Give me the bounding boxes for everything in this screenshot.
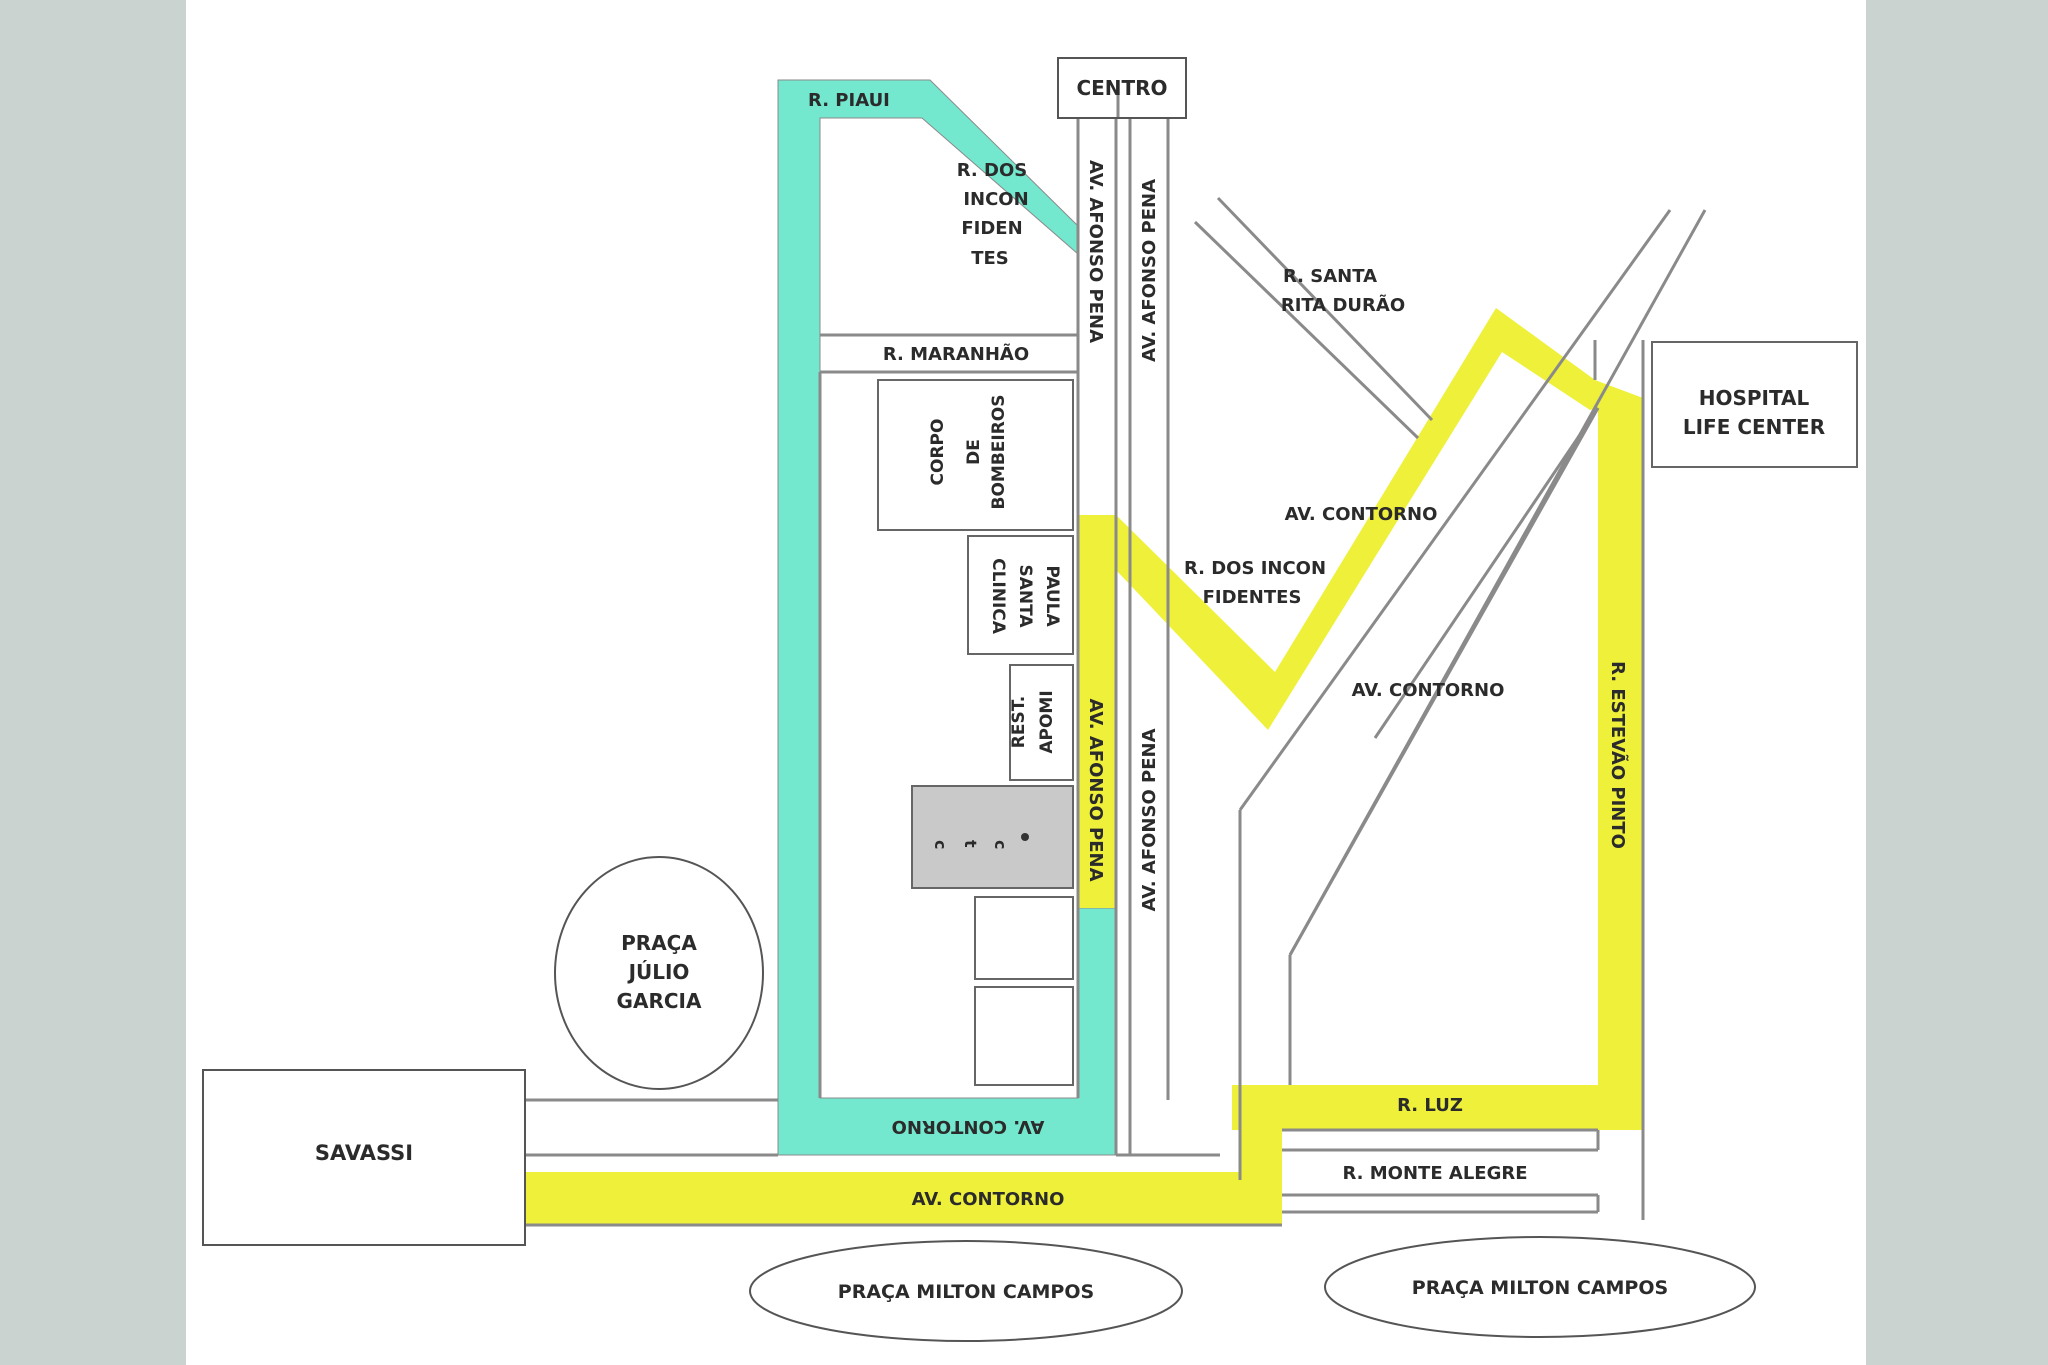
highlight-box: [911, 785, 1074, 889]
left-frame: [0, 0, 186, 1365]
svg-text:c: c: [991, 840, 1010, 849]
label-av-afonso-pena-ll: AV. AFONSO PENA: [1085, 698, 1106, 881]
label-savassi: SAVASSI: [315, 1141, 413, 1165]
street-lines: [525, 57, 1707, 1227]
label-praca-julio-2: JÚLIO: [627, 960, 690, 984]
label-praca-julio-3: GARCIA: [617, 989, 702, 1013]
praca-milton-campos-left: [749, 1240, 1183, 1342]
corpo-bombeiros-box: [877, 379, 1074, 531]
label-r-dos-incon-2: INCON: [963, 189, 1028, 210]
hospital-box: [1651, 341, 1858, 468]
label-r-maranhao: R. MARANHÃO: [883, 342, 1029, 365]
praca-julio-garcia: [554, 856, 764, 1090]
label-r-dos-incon-mid-1: R. DOS INCON: [1184, 558, 1326, 579]
label-centro: CENTRO: [1076, 76, 1167, 100]
label-r-monte-alegre: R. MONTE ALEGRE: [1342, 1163, 1527, 1184]
building-lower-1: [974, 896, 1074, 980]
label-hospital-1: HOSPITAL: [1699, 386, 1810, 410]
label-praca-julio-1: PRAÇA: [621, 931, 697, 955]
svg-text:c: c: [931, 840, 950, 849]
label-av-afonso-pena-ul: AV. AFONSO PENA: [1085, 160, 1106, 343]
rest-box: [1009, 664, 1074, 781]
label-r-santa-rita-1: R. SANTA: [1283, 266, 1377, 287]
label-rest-2: APOMI: [1037, 690, 1057, 753]
label-r-santa-rita-2: RITA DURÃO: [1281, 293, 1405, 316]
label-av-afonso-pena-ur: AV. AFONSO PENA: [1139, 179, 1160, 362]
label-r-estevao-pinto: R. ESTEVÃO PINTO: [1607, 661, 1630, 849]
right-frame: [1866, 0, 2048, 1365]
label-rest-1: REST.: [1009, 696, 1029, 748]
map-canvas: c t c CENTRO R. PIAUI R. DOS INCON FIDEN…: [186, 0, 1866, 1365]
marker-dots: c t c: [931, 833, 1029, 849]
label-av-contorno-upper: AV. CONTORNO: [1285, 504, 1438, 525]
label-r-dos-incon-4: TES: [971, 248, 1009, 269]
label-av-contorno-bottom: AV. CONTORNO: [912, 1189, 1065, 1210]
svg-text:t: t: [961, 840, 980, 848]
label-hospital-2: LIFE CENTER: [1683, 415, 1825, 439]
savassi-box: [202, 1069, 526, 1246]
label-r-piaui: R. PIAUI: [808, 90, 890, 111]
label-corpo-2: DE: [964, 439, 984, 465]
praca-milton-campos-right: [1324, 1236, 1756, 1338]
label-av-contorno-mid: AV. CONTORNO: [1352, 680, 1505, 701]
label-praca-milton-left: PRAÇA MILTON CAMPOS: [838, 1281, 1094, 1303]
street-map: c t c CENTRO R. PIAUI R. DOS INCON FIDEN…: [202, 57, 1858, 1342]
route-yellow-diagonal: [1078, 308, 1643, 1130]
label-r-luz: R. LUZ: [1397, 1095, 1463, 1116]
label-corpo-1: CORPO: [928, 419, 948, 486]
label-praca-milton-right: PRAÇA MILTON CAMPOS: [1412, 1277, 1668, 1299]
label-corpo-3: BOMBEIROS: [989, 394, 1009, 509]
label-r-dos-incon-3: FIDEN: [961, 218, 1022, 239]
label-av-contorno-inverted: AV. CONTORNO: [892, 1116, 1045, 1137]
route-yellow-main: [1078, 515, 1116, 908]
clinica-box: [967, 535, 1074, 655]
label-av-afonso-pena-lr: AV. AFONSO PENA: [1139, 728, 1160, 911]
label-r-dos-incon-1: R. DOS: [957, 160, 1028, 181]
route-yellow-contorno: [525, 1085, 1282, 1225]
building-lower-2: [974, 986, 1074, 1086]
label-clinica-2: SANTA: [1015, 564, 1035, 628]
label-r-dos-incon-mid-2: FIDENTES: [1203, 587, 1302, 608]
label-clinica-3: PAULA: [1042, 565, 1062, 627]
label-clinica-1: CLINICA: [988, 558, 1008, 635]
